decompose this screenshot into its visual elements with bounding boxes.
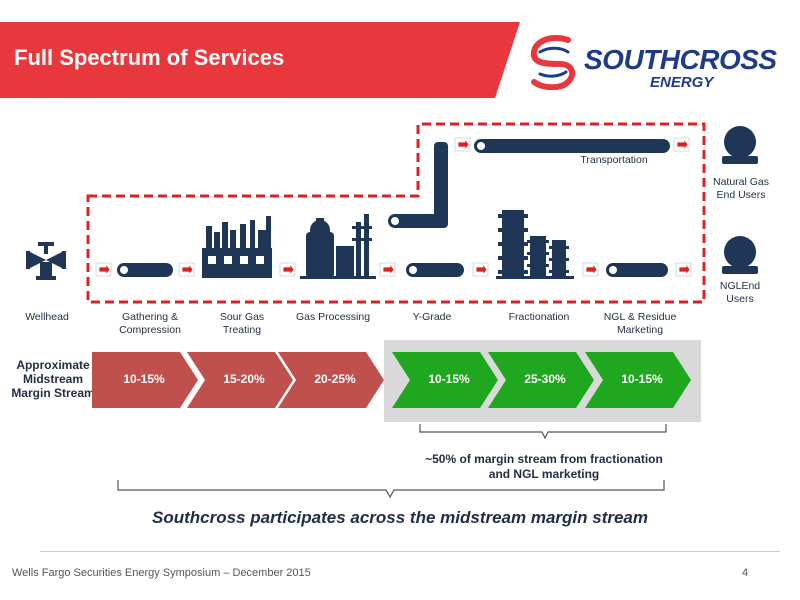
margin-chevron: [392, 352, 498, 408]
ngl-marketing-pipe-icon: [606, 263, 668, 277]
fractionation-towers-icon: [496, 210, 574, 279]
stage-label-gathering: Gathering & Compression: [119, 311, 181, 336]
margin-chevron: [488, 352, 594, 408]
margin-value: 10-15%: [123, 372, 165, 386]
page-number: 4: [742, 567, 749, 579]
flow-arrow-icon: [178, 262, 195, 277]
fractionation-brace: [419, 424, 667, 440]
ngl-end-users-label: NGLEnd Users: [719, 280, 761, 305]
flow-arrows: [95, 137, 692, 277]
gas-processing-plant-icon: [300, 214, 376, 279]
sour-gas-treating-plant-icon: [202, 216, 272, 278]
wellhead-valve-icon: [26, 242, 66, 280]
slide-title: Full Spectrum of Services: [14, 45, 285, 70]
braces: [117, 424, 667, 499]
transportation-label: Transportation: [580, 154, 648, 166]
process-diagram: [26, 122, 758, 304]
stage-label-y-grade: Y-Grade: [412, 311, 452, 323]
flow-arrow-icon: [582, 262, 599, 277]
margin-chevron: [92, 352, 198, 408]
stage-label-gas-processing: Gas Processing: [295, 311, 371, 323]
margin-value: 10-15%: [621, 372, 663, 386]
gathering-pipe-icon: [117, 263, 173, 277]
stage-label-fractionation: Fractionation: [508, 311, 570, 323]
ngl-end-users-icon: [722, 236, 758, 274]
stage-label-sour-gas-treating: Sour Gas Treating: [219, 311, 265, 336]
logo-mark-icon: [530, 35, 576, 90]
flow-arrow-icon: [95, 262, 112, 277]
flow-arrow-icon: [472, 262, 489, 277]
margin-stream-arrows: [92, 340, 701, 422]
margin-chevron: [585, 352, 691, 408]
flow-arrow-icon: [379, 262, 396, 277]
stage-label-wellhead: Wellhead: [25, 311, 69, 323]
title-banner: [0, 22, 520, 98]
footer-text: Wells Fargo Securities Energy Symposium …: [12, 567, 311, 579]
overall-brace: [117, 480, 665, 499]
transportation-pipeline-icon: [388, 139, 670, 228]
logo-subtitle: ENERGY: [650, 74, 714, 91]
southcross-boundary: [86, 122, 706, 304]
margin-value: 10-15%: [428, 372, 470, 386]
stage-label-ngl-residue-marketing: NGL & Residue Marketing: [603, 311, 677, 336]
natural-gas-end-users-label: Natural Gas End Users: [712, 176, 770, 201]
footer-rule: [40, 551, 780, 552]
flow-arrow-icon: [279, 262, 296, 277]
flow-arrow-icon: [673, 137, 690, 152]
brace-note: ~50% of margin stream from fractionation…: [425, 452, 663, 481]
logo-name: SOUTHCROSS: [584, 44, 777, 75]
y-grade-pipe-icon: [406, 263, 464, 277]
natural-gas-end-users-icon: [722, 126, 758, 164]
southcross-logo: SOUTHCROSS ENERGY: [528, 26, 777, 96]
flow-arrow-icon: [675, 262, 692, 277]
margin-chevron: [187, 352, 293, 408]
flow-arrow-icon: [454, 137, 471, 152]
margin-value: 15-20%: [223, 372, 265, 386]
margin-value: 25-30%: [524, 372, 566, 386]
margin-stream-label: Approximate Midstream Margin Stream: [11, 358, 95, 400]
tagline: Southcross participates across the midst…: [151, 508, 648, 527]
margin-chevron: [278, 352, 384, 408]
margin-value: 20-25%: [314, 372, 356, 386]
